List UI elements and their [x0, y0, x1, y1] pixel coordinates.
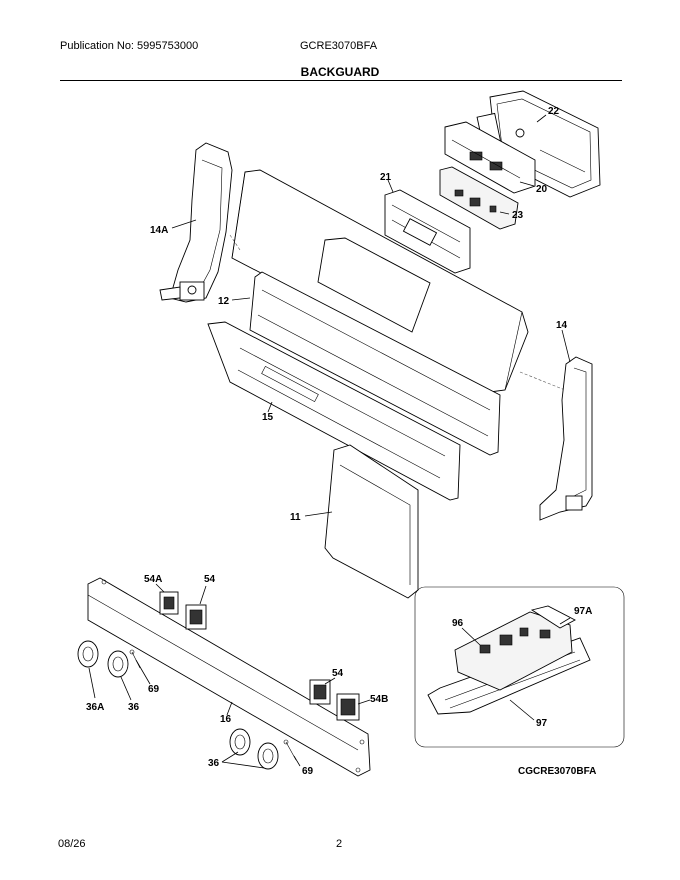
callout-14a: 14A: [150, 225, 168, 236]
part-54a-switch: [159, 591, 179, 615]
callout-97: 97: [536, 718, 548, 729]
callout-36a: 36A: [86, 702, 104, 713]
page-title: BACKGUARD: [300, 65, 380, 79]
header-rule: [60, 80, 622, 81]
part-23-relay-board: [439, 166, 519, 230]
part-54-switch-top: [185, 604, 207, 630]
callout-20: 20: [536, 184, 548, 195]
part-97a-cover: [530, 605, 576, 629]
callout-97a: 97A: [574, 606, 592, 617]
inset-frame: [414, 586, 625, 748]
part-14a-end-cap: [159, 142, 233, 303]
callout-69-bottom: 69: [302, 766, 314, 777]
part-21-bracket: [384, 189, 471, 274]
part-14-end-cap: [539, 356, 593, 521]
footer-page-number: 2: [336, 838, 343, 850]
part-54b-switch: [336, 693, 360, 721]
callout-54a: 54A: [144, 574, 162, 585]
callout-14: 14: [556, 320, 568, 331]
callout-54-mid: 54: [332, 668, 344, 679]
callout-12: 12: [218, 296, 230, 307]
footer-date: 08/26: [58, 838, 86, 850]
callout-15: 15: [262, 412, 274, 423]
part-69-clip-top: [129, 649, 141, 669]
callout-54-top: 54: [204, 574, 216, 585]
callout-11: 11: [290, 512, 301, 523]
part-11-cover: [324, 444, 419, 599]
callout-22: 22: [548, 106, 560, 117]
part-36-knob-top: [107, 650, 129, 678]
callout-36-top: 36: [128, 702, 140, 713]
callout-16: 16: [220, 714, 232, 725]
part-36-knob-bottom-a: [229, 728, 251, 756]
publication-number: Publication No: 5995753000: [60, 40, 199, 52]
callout-23: 23: [512, 210, 524, 221]
inset-caption: CGCRE3070BFA: [518, 766, 596, 777]
part-36a-knob: [77, 640, 99, 668]
part-96-board: [454, 611, 573, 691]
model-number: GCRE3070BFA: [300, 40, 378, 52]
part-36-knob-bottom-b: [257, 742, 279, 770]
part-20-display-board: [444, 121, 536, 194]
callout-36-bottom: 36: [208, 758, 220, 769]
part-12-trim: [249, 271, 501, 456]
callout-69-top: 69: [148, 684, 160, 695]
part-15-back-panel: [207, 321, 461, 501]
callout-21: 21: [380, 172, 392, 183]
callout-54b: 54B: [370, 694, 388, 705]
part-16-control-panel: [87, 577, 371, 777]
part-54-switch-mid: [309, 679, 331, 705]
callout-96: 96: [452, 618, 464, 629]
